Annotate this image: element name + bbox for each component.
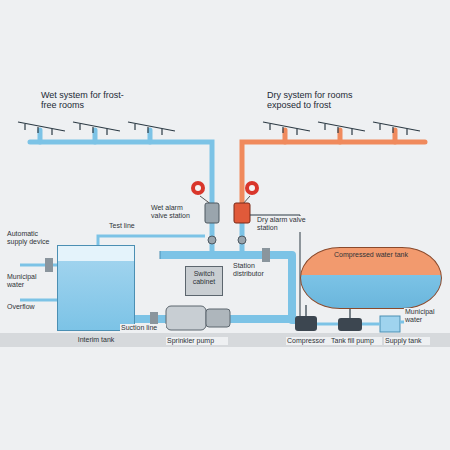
equipment-label: Sprinkler pump — [166, 337, 228, 345]
valve-label: Wet alarm valve station — [150, 204, 200, 220]
pipe-label: Overflow — [6, 303, 54, 311]
device-label: Automatic supply device — [6, 230, 54, 246]
equipment-label: Supply tank — [384, 337, 430, 345]
switch-cabinet: Switch cabinet — [185, 266, 223, 296]
valve-label: Dry alarm valve station — [256, 216, 308, 232]
pipe-label: Station distributor — [232, 262, 288, 278]
equipment-label: Compressor — [286, 337, 332, 345]
pipe-label: Suction line — [120, 324, 166, 332]
system-title: Wet system for frost-free rooms — [40, 90, 134, 111]
system-title: Dry system for rooms exposed to frost — [266, 90, 386, 111]
equipment-label: Tank fill pump — [330, 337, 382, 345]
pipe-label: Test line — [108, 222, 148, 230]
node-text: Interim tank — [58, 336, 134, 344]
water-label: Municipal water — [404, 308, 446, 324]
node-text: Compressed water tank — [301, 248, 441, 259]
compressed-water-tank: Compressed water tank — [300, 247, 442, 309]
water-label: Municipal water — [6, 273, 54, 289]
node-text: Switch cabinet — [186, 267, 222, 286]
interim-tank: Interim tank — [57, 245, 135, 331]
